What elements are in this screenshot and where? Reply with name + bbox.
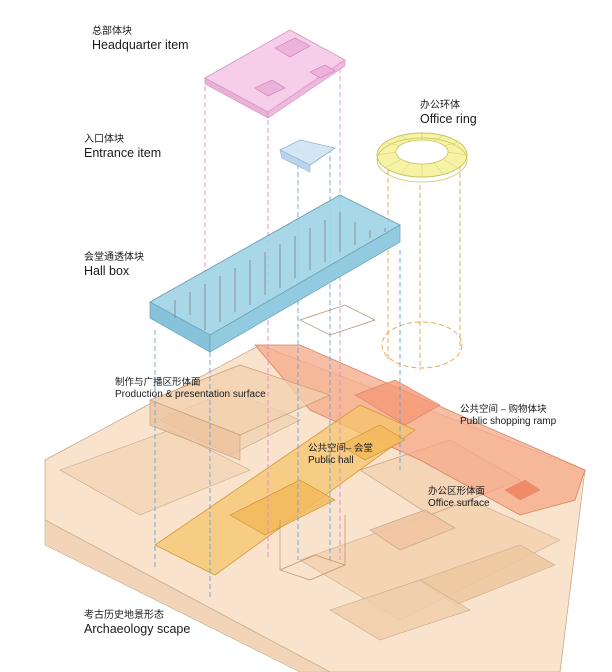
headquarter-label: 总部体块 Headquarter item <box>92 26 189 52</box>
office-surface-label: 办公区形体面 Office surface <box>428 486 490 509</box>
entrance-label: 入口体块 Entrance item <box>84 134 162 160</box>
public-hall-volume <box>154 404 416 576</box>
archaeology-label: 考古历史地景形态 Archaeology scape <box>84 610 191 636</box>
hall-box-label: 会堂通透体块 Hall box <box>84 252 144 278</box>
headquarter-volume <box>204 29 346 119</box>
public-shopping-label: 公共空间 – 购物体块 Public shopping ramp <box>460 404 557 427</box>
entrance-volume <box>279 139 336 173</box>
public-hall-label: 公共空间– 会堂 Public hall <box>308 443 373 466</box>
hall-box-volume <box>149 194 401 353</box>
public-shopping-ramp <box>254 344 586 516</box>
office-ring-volume <box>376 132 468 183</box>
office-ring-label: 办公环体 Office ring <box>420 100 477 126</box>
production-surface-label: 制作与广播区形体面 Production & presentation surf… <box>115 377 266 400</box>
